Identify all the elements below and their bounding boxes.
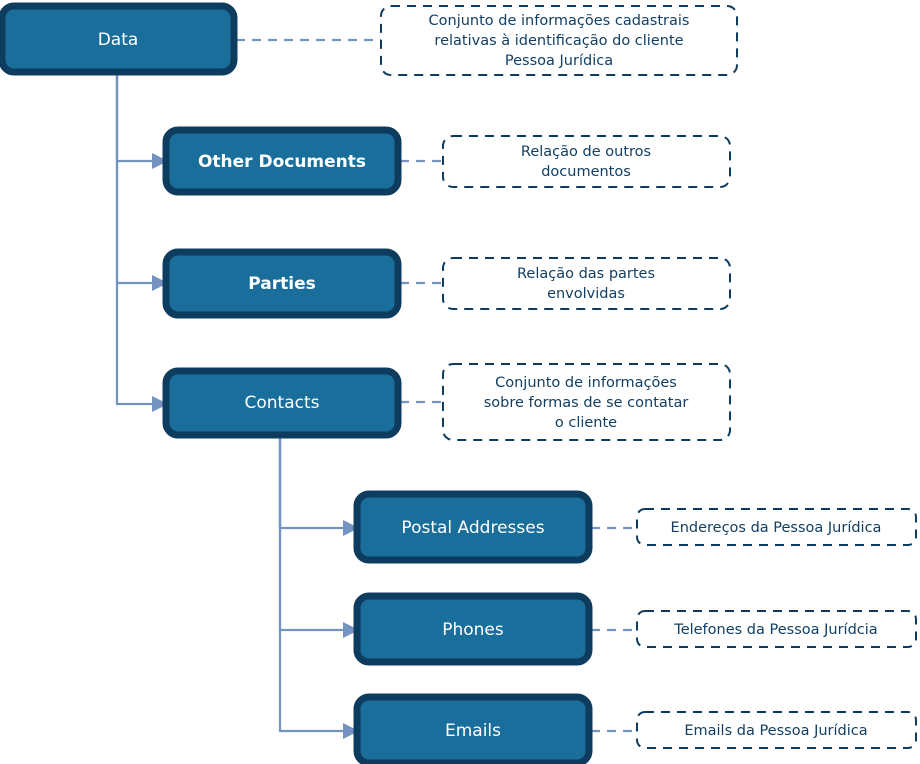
note-line: Emails da Pessoa Jurídica (684, 723, 867, 739)
note-line: Conjunto de informações cadastrais (429, 13, 690, 29)
note-line: Telefones da Pessoa Jurídcia (673, 622, 877, 638)
note-line: documentos (541, 164, 631, 180)
node-other-documents[interactable]: Other Documents (162, 126, 402, 196)
arrow-head-icon (152, 396, 168, 412)
note-other-documents: Relação de outros documentos (442, 135, 731, 188)
node-label-other-documents: Other Documents (198, 152, 366, 172)
note-data: Conjunto de informações cadastrais relat… (380, 5, 738, 76)
note-line: Relação das partes (517, 266, 655, 282)
node-box (162, 126, 402, 196)
arrow-head-icon (343, 723, 359, 739)
arrow-head-icon (343, 622, 359, 638)
edge-contacts-phones (278, 435, 359, 638)
note-line: relativas à identificação do cliente (434, 33, 683, 49)
note-line: Endereços da Pessoa Jurídica (671, 520, 882, 536)
node-box (0, 2, 238, 76)
note-parties: Relação das partes envolvidas (442, 257, 731, 310)
node-emails[interactable]: Emails (353, 693, 593, 764)
node-box (162, 367, 402, 439)
note-box-outline (636, 711, 917, 749)
edge-data-contacts (115, 72, 168, 412)
note-postal-addresses: Endereços da Pessoa Jurídica (636, 508, 917, 546)
node-label-parties: Parties (248, 274, 315, 294)
note-line: sobre formas de se contatar (484, 395, 689, 411)
note-line: envolvidas (547, 286, 625, 302)
arrow-head-icon (152, 275, 168, 291)
edge-contacts-postal-addresses (278, 435, 359, 536)
note-box-outline (442, 257, 731, 310)
edge-data-parties (115, 72, 168, 291)
arrow-head-icon (343, 520, 359, 536)
node-postal-addresses[interactable]: Postal Addresses (353, 490, 593, 564)
note-box-outline (380, 5, 738, 76)
note-line: o cliente (555, 415, 617, 431)
node-label-phones: Phones (442, 620, 504, 640)
node-label-emails: Emails (445, 721, 501, 741)
note-line: Conjunto de informações (495, 375, 677, 391)
node-box (162, 248, 402, 319)
node-label-postal-addresses: Postal Addresses (401, 518, 544, 538)
edge-contacts-emails (278, 435, 359, 739)
node-contacts[interactable]: Contacts (162, 367, 402, 439)
edge-data-other-documents (115, 72, 168, 169)
node-box (353, 592, 593, 666)
note-box-outline (636, 508, 917, 546)
note-phones: Telefones da Pessoa Jurídcia (636, 610, 917, 648)
note-emails: Emails da Pessoa Jurídica (636, 711, 917, 749)
node-phones[interactable]: Phones (353, 592, 593, 666)
node-label-contacts: Contacts (245, 393, 320, 413)
node-box (353, 693, 593, 764)
note-box-outline (442, 135, 731, 188)
arrow-head-icon (152, 153, 168, 169)
node-parties[interactable]: Parties (162, 248, 402, 319)
note-box-outline (636, 610, 917, 648)
note-line: Pessoa Jurídica (505, 53, 613, 69)
node-label-data: Data (98, 30, 139, 50)
node-box (353, 490, 593, 564)
note-box-outline (442, 363, 731, 441)
note-contacts: Conjunto de informações sobre formas de … (442, 363, 731, 441)
note-line: Relação de outros (521, 144, 651, 160)
node-data[interactable]: Data (0, 2, 238, 76)
